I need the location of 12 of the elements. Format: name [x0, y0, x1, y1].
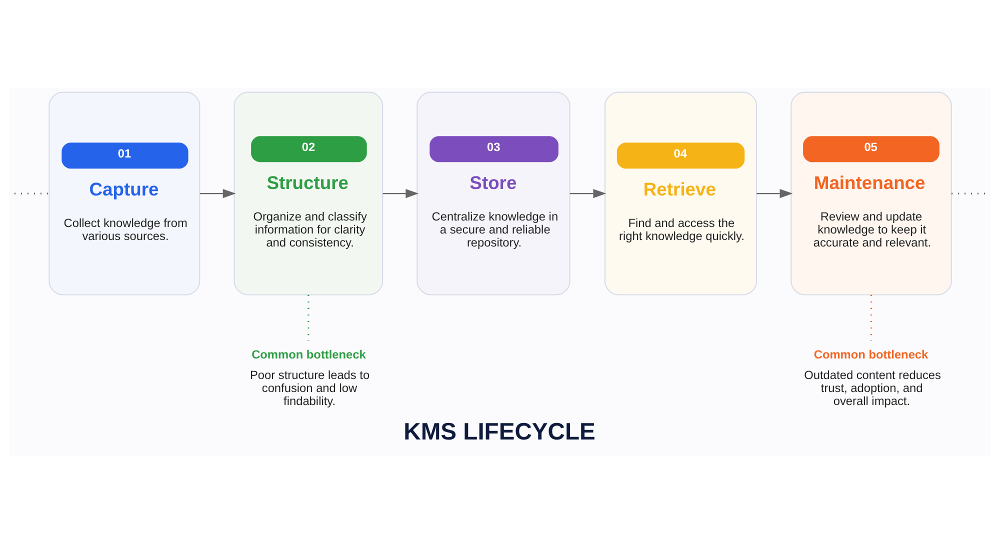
arrow [756, 188, 793, 198]
arrow [200, 188, 236, 198]
node-box: 01 Capture Collect knowledge from various sources. [48, 91, 200, 295]
node-text: Common bottleneck Poor structure leads to confusion and low findability. [250, 346, 370, 408]
node-text: Common bottleneck Outdated content reduces trust, adoption, and overall impact. [804, 346, 941, 408]
node-box: 03 Store Centralize knowledge in a secure and reliable repository. [416, 91, 570, 295]
arrow [570, 188, 606, 198]
node-box: 05 Maintenance Review and update knowledge to keep it accurate and relevant. [790, 91, 952, 295]
node-box: 04 Retrieve Find and access the right knowledge quickly. [604, 91, 758, 295]
arrow [382, 188, 419, 198]
diagram-title: KMS LIFECYCLE [404, 418, 596, 445]
node-box: 02 Structure Organize and classify information for clarity and consistency. [234, 91, 384, 295]
